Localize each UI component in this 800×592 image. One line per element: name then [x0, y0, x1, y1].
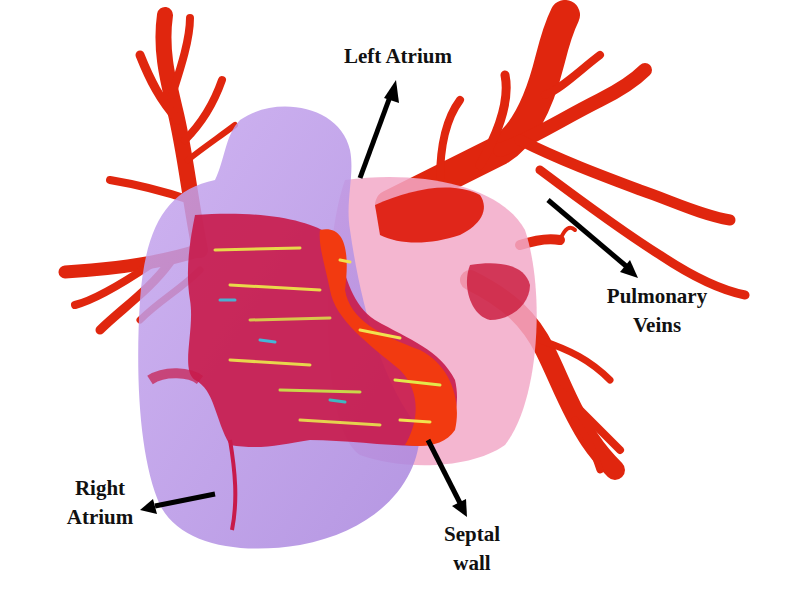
leader-arrow	[140, 80, 638, 517]
pulmonary-vein-left	[185, 80, 222, 140]
part-label: Right Atrium	[57, 474, 143, 533]
leader-arrow	[620, 260, 638, 278]
septal-wall	[260, 340, 275, 342]
septal-wall	[300, 420, 380, 425]
septal-wall	[188, 214, 457, 447]
leader-arrow	[155, 494, 215, 506]
leader-arrow	[452, 499, 467, 517]
leader-arrow	[548, 200, 626, 266]
septal-wall	[215, 248, 440, 425]
septal-wall	[215, 248, 300, 250]
septal-wall	[400, 420, 430, 422]
part-label: Pulmonary Veins	[598, 282, 716, 341]
pulmonary-vein-root	[467, 263, 530, 320]
part-label: Left Atrium	[344, 42, 452, 71]
septal-wall	[330, 400, 345, 402]
pulmonary-vein-right	[540, 170, 745, 295]
septal-wall	[395, 380, 440, 385]
pulmonary-vein-right	[560, 228, 575, 240]
septal-wall	[280, 390, 360, 392]
septal-wall	[150, 214, 457, 530]
septal-wall	[230, 285, 320, 290]
leader-arrow	[384, 80, 399, 103]
pulmonary-vein-right	[390, 15, 565, 205]
septal-wall	[320, 229, 457, 446]
leader-arrow	[428, 440, 460, 503]
pulmonary-vein-right	[440, 100, 460, 180]
septal-wall	[220, 299, 235, 302]
septal-wall	[230, 440, 235, 530]
part-label: Septal wall	[431, 520, 513, 579]
leader-arrow	[140, 499, 157, 514]
septal-wall	[250, 318, 330, 320]
septal-wall	[360, 330, 400, 338]
septal-wall	[150, 373, 200, 380]
septal-wall	[230, 360, 310, 365]
pulmonary-vein-right	[540, 340, 610, 380]
pulmonary-vein-left	[172, 18, 190, 95]
pulmonary-vein-right	[545, 55, 600, 95]
septal-wall	[340, 260, 350, 262]
pulmonary-vein-root	[375, 188, 484, 243]
leader-arrow	[360, 94, 391, 178]
pulmonary-vein-right	[480, 75, 506, 165]
pulmonary-vein-right	[575, 420, 600, 470]
